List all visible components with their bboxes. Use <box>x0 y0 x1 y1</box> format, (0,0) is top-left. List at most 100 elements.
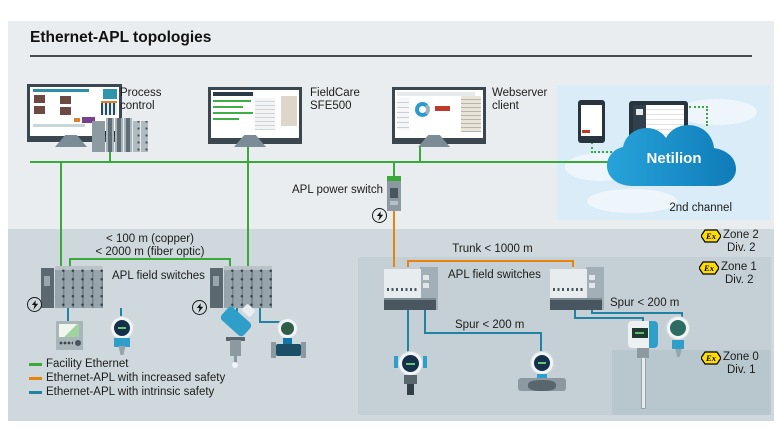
screen-detail <box>60 96 71 104</box>
legend: Facility Ethernet Ethernet-APL with incr… <box>29 358 225 399</box>
radar-device-flange <box>226 337 245 341</box>
level-transmitter-side <box>649 321 658 348</box>
power-icon <box>372 208 387 223</box>
radar-device-rod <box>234 356 237 363</box>
svg-text:Ex: Ex <box>705 353 717 363</box>
screen-detail <box>103 89 117 99</box>
green-stub-webserver <box>419 146 421 163</box>
screen-detail <box>281 96 297 126</box>
rack-module <box>210 268 223 308</box>
level-transmitter <box>628 321 658 348</box>
green-drop-switch1 <box>60 162 62 267</box>
switch-panel <box>384 269 421 298</box>
spur-mid-h <box>424 332 542 334</box>
spur-display <box>67 308 69 322</box>
legend-dash-blue <box>29 391 42 394</box>
phone-screen-detail <box>582 130 590 133</box>
trunk-label: Trunk < 1000 m <box>452 243 533 255</box>
lightning-icon <box>196 302 203 313</box>
indicator-buttons <box>59 341 73 345</box>
screen-detail <box>74 118 80 122</box>
dotted-link-tablet-cloud <box>706 106 708 126</box>
switch-base <box>384 298 436 310</box>
rack-slats <box>224 266 272 308</box>
ex-icon: Ex <box>701 351 721 365</box>
zone-division: Div. 1 <box>727 364 756 376</box>
lightning-icon <box>376 210 383 221</box>
zone-division: Div. 2 <box>727 242 756 254</box>
spur-mid-v2 <box>540 332 542 352</box>
cloud-decoration <box>587 189 677 213</box>
switch-port <box>589 283 595 288</box>
transmitter-display-segment <box>118 327 126 329</box>
zone1-label: Ex Zone 1 Div. 2 <box>699 261 757 287</box>
plc-module <box>115 118 123 152</box>
flowmeter-tube <box>518 378 566 391</box>
green-link-stub-left <box>69 258 71 267</box>
transmitter-display <box>670 320 686 336</box>
flowmeter-flange-right <box>301 342 306 358</box>
ex-icon: Ex <box>701 229 721 243</box>
spur-mid-v <box>424 310 426 334</box>
screen-detail <box>34 106 45 114</box>
zone-division: Div. 2 <box>725 274 754 286</box>
switch-panel <box>550 269 587 298</box>
spur-vortex-h <box>259 321 289 323</box>
apl-field-switch-3 <box>382 267 438 310</box>
plc-module <box>92 121 105 152</box>
level-probe <box>641 357 646 409</box>
dotted-link-tablet <box>689 106 708 108</box>
svg-text:Ex: Ex <box>705 231 717 241</box>
flowmeter-tube <box>276 344 301 356</box>
power-icon <box>27 297 42 312</box>
screen-detail <box>33 89 89 92</box>
trunk-stub-right <box>572 260 574 267</box>
device-detail <box>390 188 398 198</box>
netilion-label: Netilion <box>646 150 702 167</box>
screen-detail <box>82 117 95 123</box>
plc-controller <box>92 118 148 152</box>
legend-row-intrinsic-safety: Ethernet-APL with intrinsic safety <box>29 386 225 399</box>
orange-trunk-drop <box>393 210 395 267</box>
flowmeter-neck <box>283 338 292 345</box>
distance-fiber-label: < 2000 m (fiber optic) <box>95 246 205 258</box>
field-display-indicator <box>56 321 83 350</box>
monitor-stand <box>418 135 450 147</box>
dotted-link-phone-cloud <box>591 151 635 153</box>
screen-detail <box>33 124 85 127</box>
screen-detail <box>255 98 275 130</box>
lightning-icon <box>31 299 38 310</box>
transmitter-process-connection <box>675 349 682 357</box>
screen-detail <box>213 118 239 120</box>
screen-chart <box>101 101 117 115</box>
apl-field-switch-2 <box>210 266 272 308</box>
radar-device-tip <box>232 362 238 368</box>
device-detail <box>387 176 401 181</box>
apl-power-switch-label: APL power switch <box>292 184 383 196</box>
pressure-transmitter-right <box>666 316 690 340</box>
spur-right-h2 <box>591 312 683 314</box>
legend-row-increased-safety: Ethernet-APL with increased safety <box>29 372 225 385</box>
green-stub-plc <box>109 150 111 163</box>
switch-terminals <box>553 288 583 291</box>
screen-detail <box>397 98 409 130</box>
plc-module <box>141 121 148 152</box>
ex-icon: Ex <box>699 261 719 275</box>
apl-field-switch-1 <box>41 266 103 308</box>
spur-transmitter1 <box>120 308 122 318</box>
power-icon <box>192 300 207 315</box>
title-underline <box>30 55 752 57</box>
switch-port <box>423 275 429 280</box>
device-detail <box>390 201 398 205</box>
apl-power-switch-device <box>387 176 401 211</box>
trunk-line <box>407 260 574 262</box>
switch-terminals <box>387 288 417 291</box>
dotted-link-phone <box>591 142 593 153</box>
legend-label: Ethernet-APL with intrinsic safety <box>46 386 215 398</box>
transmitter-process-connection <box>118 346 126 355</box>
flowmeter-neck <box>537 374 547 379</box>
zone0-region <box>612 350 771 415</box>
radar-device-neck <box>230 340 241 356</box>
screen-detail <box>34 95 45 103</box>
fieldcare-label: FieldCare SFE500 <box>310 87 360 112</box>
